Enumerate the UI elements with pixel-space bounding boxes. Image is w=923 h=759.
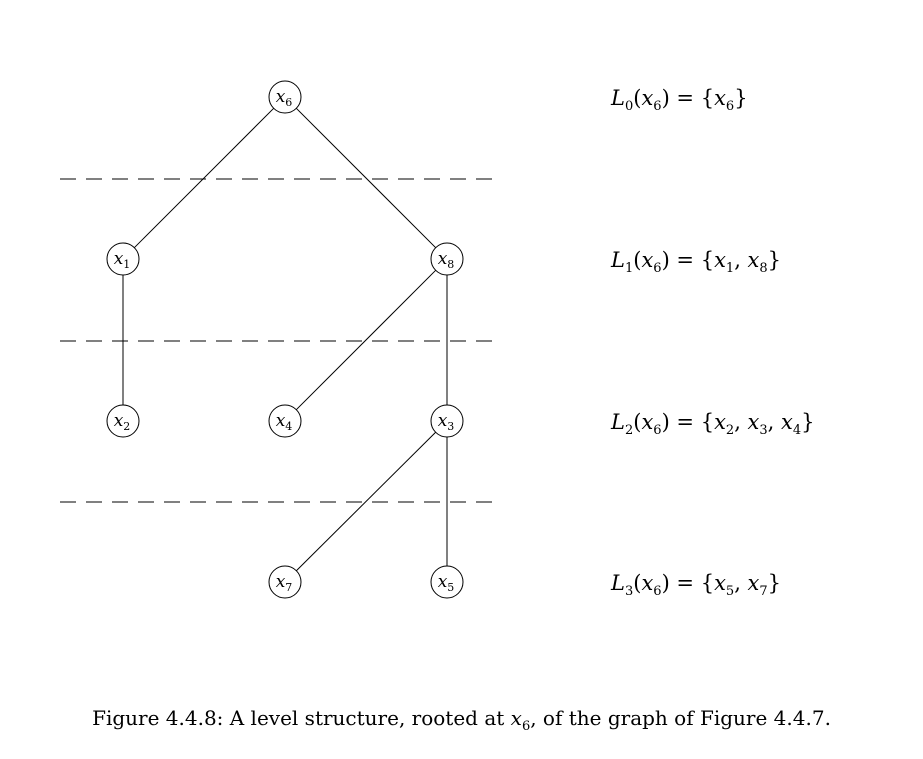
edge-x6-x1 [133, 107, 275, 249]
edge-x8-x4 [295, 269, 437, 411]
node-label-x1: x1 [114, 249, 131, 271]
node-circle-x4 [268, 404, 302, 438]
node-label-x7: x7 [276, 572, 293, 594]
node-label-x4: x4 [276, 411, 293, 433]
node-label-x3: x3 [438, 411, 455, 433]
node-label-x6: x6 [276, 87, 293, 109]
node-circle-x5 [430, 565, 464, 599]
node-x4: x4 [268, 404, 302, 438]
caption-variable: x [510, 706, 522, 730]
caption-variable-subscript: 6 [521, 719, 531, 734]
edge-x6-x8 [295, 107, 437, 249]
node-label-x8: x8 [438, 249, 455, 271]
node-x8: x8 [430, 242, 464, 276]
node-circle-x6 [268, 80, 302, 114]
caption-suffix: , of the graph of Figure 4.4.7. [530, 706, 831, 730]
level-label-2: L2(x6) = {x2, x3, x4} [610, 410, 815, 438]
edge-x3-x7 [295, 431, 437, 572]
node-circle-x7 [268, 565, 302, 599]
node-x2: x2 [106, 404, 140, 438]
node-x5: x5 [430, 565, 464, 599]
level-label-3: L3(x6) = {x5, x7} [610, 571, 781, 599]
node-circle-x2 [106, 404, 140, 438]
node-label-x5: x5 [438, 572, 455, 594]
node-label-x2: x2 [114, 411, 131, 433]
node-circle-x1 [106, 242, 140, 276]
tree-nodes: x6 x1 x8 x2 x4 x3 x7 x5 [106, 80, 464, 599]
level-labels: L0(x6) = {x6} L1(x6) = {x1, x8} L2(x6) = {… [610, 86, 815, 599]
level-label-1: L1(x6) = {x1, x8} [610, 248, 781, 276]
node-x1: x1 [106, 242, 140, 276]
tree-edges [122, 107, 448, 572]
node-x6: x6 [268, 80, 302, 114]
level-label-0: L0(x6) = {x6} [610, 86, 748, 114]
node-x3: x3 [430, 404, 464, 438]
level-separators [60, 178, 500, 503]
figure-caption: Figure 4.4.8: A level structure, rooted … [0, 706, 923, 734]
level-structure-diagram: x6 x1 x8 x2 x4 x3 x7 x5 L0(x6) = {x6} L1(x6) = {… [60, 80, 815, 599]
node-circle-x3 [430, 404, 464, 438]
node-circle-x8 [430, 242, 464, 276]
caption-prefix: Figure 4.4.8: A level structure, rooted … [92, 706, 511, 730]
node-x7: x7 [268, 565, 302, 599]
